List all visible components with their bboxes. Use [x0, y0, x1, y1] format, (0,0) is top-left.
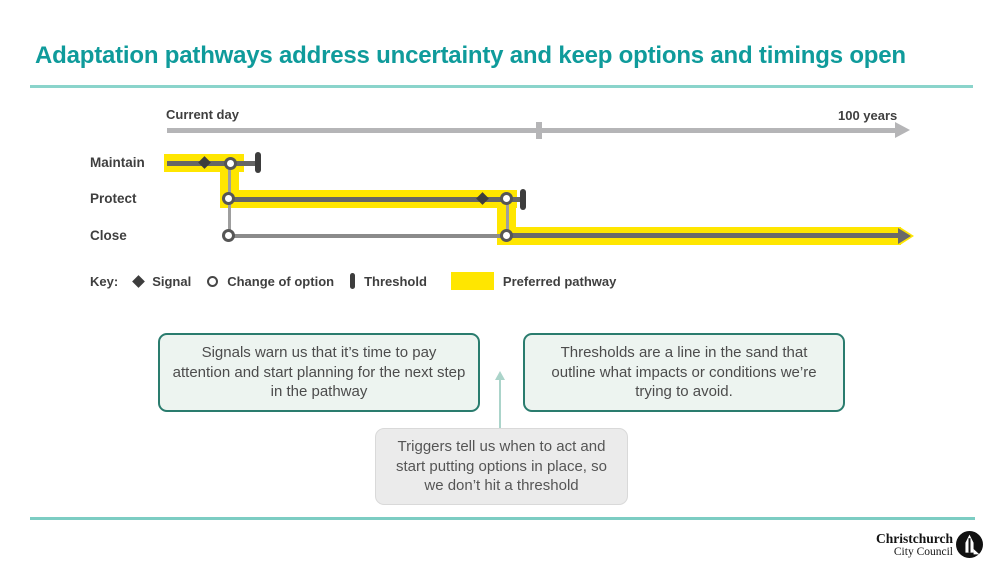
logo-line2: City Council	[893, 546, 953, 559]
row-label-protect: Protect	[90, 191, 137, 206]
title-divider	[30, 85, 973, 88]
change-of-option-circle-icon	[207, 275, 219, 287]
signal-diamond-icon	[132, 274, 146, 288]
legend-item-preferred-pathway: Preferred pathway	[450, 272, 617, 290]
triggers-callout: Triggers tell us when to act and start p…	[375, 428, 628, 505]
timeline-arrow	[167, 128, 895, 133]
triggers-connector-line	[499, 379, 501, 428]
legend-item-change-of-option: Change of option	[207, 274, 334, 289]
connector-maintain-protect	[228, 163, 231, 199]
change-circle-icon-close-left	[222, 229, 235, 242]
close-line-right	[507, 233, 899, 238]
threshold-bar-icon-protect	[520, 189, 526, 210]
connector-protect-close-left	[228, 199, 231, 236]
legend-item-label: Change of option	[227, 273, 335, 289]
timeline-start-label: Current day	[166, 107, 239, 122]
maintain-line	[167, 161, 257, 166]
council-emblem-icon	[956, 531, 983, 558]
change-circle-icon-protect-right	[500, 192, 513, 205]
signals-callout: Signals warn us that it’s time to pay at…	[158, 333, 480, 412]
legend-item-threshold: Threshold	[350, 273, 427, 289]
preferred-pathway-swatch	[450, 272, 494, 290]
legend-item-label: Signal	[152, 273, 192, 289]
page-title: Adaptation pathways address uncertainty …	[35, 42, 906, 69]
change-circle-icon-maintain	[224, 157, 237, 170]
council-logo-wordmark: Christchurch City Council	[873, 531, 953, 559]
threshold-bar-icon-maintain	[255, 152, 261, 173]
logo-line1: Christchurch	[875, 531, 953, 546]
legend-item-signal: Signal	[132, 273, 192, 289]
threshold-bar-icon	[350, 273, 356, 289]
timeline-tick	[536, 122, 542, 139]
connector-protect-close-right	[506, 199, 509, 236]
legend-item-label: Preferred pathway	[502, 273, 617, 289]
timeline-arrowhead-icon	[895, 122, 910, 138]
row-label-maintain: Maintain	[90, 155, 145, 170]
protect-line	[229, 197, 522, 202]
legend-label: Key:	[90, 273, 119, 289]
thresholds-callout: Thresholds are a line in the sand that o…	[523, 333, 845, 412]
row-label-close: Close	[90, 228, 127, 243]
close-line-left	[229, 234, 507, 238]
change-circle-icon-protect-left	[222, 192, 235, 205]
close-line-arrowhead-icon	[898, 228, 911, 244]
triggers-connector-arrow-up-icon	[495, 371, 505, 380]
legend: Key: Signal Change of option Threshold P…	[90, 272, 616, 290]
change-circle-icon-close-right	[500, 229, 513, 242]
legend-item-label: Threshold	[364, 273, 427, 289]
footer-divider	[30, 517, 975, 520]
timeline-end-label: 100 years	[838, 108, 898, 123]
